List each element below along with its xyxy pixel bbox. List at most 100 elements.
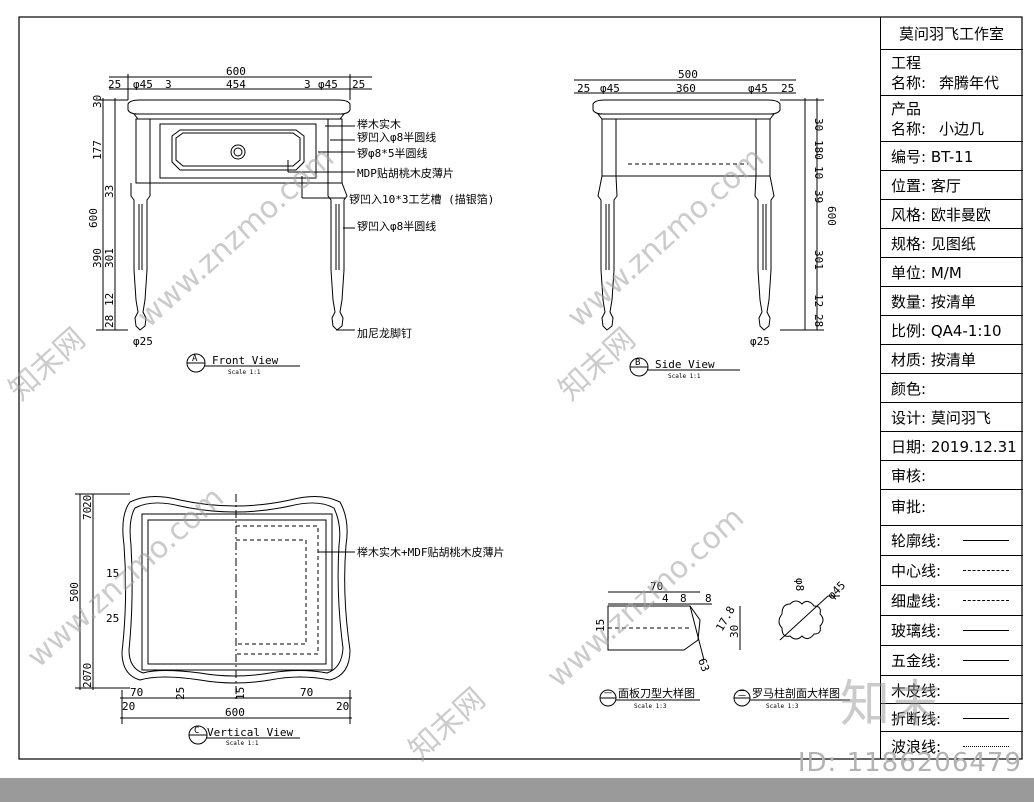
front-dim: 33: [103, 185, 116, 198]
vert-dim: 70: [130, 686, 143, 699]
side-dim: 10: [812, 166, 825, 179]
tb-row: 审批:: [881, 489, 1023, 526]
column-detail-scale: Scale 1:3: [766, 703, 799, 710]
front-dim: 25: [108, 78, 121, 91]
tb-studio: 莫问羽飞工作室: [899, 25, 1005, 43]
vert-dim: 15: [234, 687, 247, 700]
front-note: 锣φ8*5半圆线: [357, 146, 428, 160]
side-dim: 28: [812, 314, 825, 327]
panel-dim: 8: [680, 592, 687, 605]
front-note: 锣凹入10*3工艺槽 (描银箔): [349, 192, 494, 206]
detail-column-caption: 二 罗马柱剖面大样图 Scale 1:3: [733, 686, 850, 710]
tb-row: 轮廓线:: [881, 525, 1023, 556]
panel-dim: 4: [662, 592, 669, 605]
tb-row: 风格: 欧非曼欧: [881, 199, 1023, 229]
vertical-view-title: Vertical View: [207, 726, 293, 739]
tb-project-label: 工程: [891, 54, 922, 72]
tb-scale: 比例: QA4-1:10: [891, 322, 1002, 340]
side-dim: 25: [577, 82, 590, 95]
tb-row: 波浪线:: [881, 731, 1023, 760]
vert-dim: 25: [106, 612, 119, 625]
tb-product-name: 小边几: [939, 120, 985, 138]
vertical-view-scale: Scale 1:1: [226, 740, 259, 747]
front-view-text: 600 25 φ45 3 454 3 φ45 25 30 177 600 33 …: [87, 65, 494, 348]
panel-dim: 8: [705, 592, 712, 605]
tb-quantity: 数量: 按清单: [891, 293, 976, 311]
tb-line-center: 中心线:: [891, 562, 942, 580]
front-dim: 30: [91, 95, 104, 108]
tb-row: 玻璃线:: [881, 615, 1023, 646]
panel-detail-title: 面板刀型大样图: [618, 686, 695, 700]
side-view-caption: B Side View Scale 1:1: [629, 357, 740, 380]
tb-row: 材质: 按清单: [881, 344, 1023, 374]
side-view-title: Side View: [655, 358, 715, 371]
side-dim: 180: [812, 140, 825, 160]
front-view-scale: Scale 1:1: [228, 369, 261, 376]
tb-designer: 设计: 莫问羽飞: [891, 409, 991, 427]
tb-unit: 单位: M/M: [891, 264, 962, 282]
tb-row: 细虚线:: [881, 585, 1023, 616]
panel-dim: 70: [650, 580, 663, 593]
front-dim: 28: [103, 315, 116, 328]
vert-dim: 25: [174, 687, 187, 700]
dash-line-sample: [963, 600, 1009, 601]
tb-line-hardware: 五金线:: [891, 652, 942, 670]
vertical-view: [75, 493, 355, 724]
side-view-scale: Scale 1:1: [668, 373, 701, 380]
side-dim: φ45: [600, 82, 620, 95]
vert-dim-total: 600: [225, 706, 245, 719]
tb-product-label: 产品: [891, 100, 922, 118]
vert-dim: 70: [300, 686, 313, 699]
side-marker: B: [635, 358, 640, 368]
side-dim: 301: [812, 250, 825, 270]
front-marker: A: [192, 354, 198, 364]
front-view: [96, 74, 372, 331]
title-block: 莫问羽飞工作室 工程 名称: 奔腾年代 产品 名称: 小边几 编号: BT-11…: [880, 17, 1023, 759]
side-foot-dim: φ25: [750, 335, 770, 348]
glass-line-sample: [963, 630, 1009, 631]
tb-location: 位置: 客厅: [891, 177, 961, 195]
side-dim: 360: [676, 82, 696, 95]
vert-dim: 70: [81, 507, 94, 520]
front-dim: 390: [91, 248, 104, 268]
tb-color: 颜色:: [891, 380, 927, 398]
vert-dim: 20: [122, 700, 135, 713]
tb-line-break: 折断线:: [891, 710, 942, 728]
column-marker: 二: [738, 689, 746, 698]
tb-studio-row: 莫问羽飞工作室: [881, 17, 1023, 49]
tb-line-glass: 玻璃线:: [891, 622, 942, 640]
front-note: 榉木实木: [357, 117, 401, 131]
front-view-title: Front View: [212, 354, 279, 367]
side-dim-total: 500: [678, 68, 698, 81]
front-dim: 177: [91, 140, 104, 160]
detail-panel-caption: 一 面板刀型大样图 Scale 1:3: [599, 686, 700, 710]
front-dim: 600: [87, 208, 100, 228]
column-dim: φ8: [793, 578, 806, 591]
front-note: 锣凹入φ8半圆线: [357, 130, 436, 144]
vertical-view-text: 20 70 15 500 25 70 20 70 25 15 70 20 600…: [68, 495, 505, 719]
tb-date: 日期: 2019.12.31: [891, 438, 1017, 456]
tb-row: 日期: 2019.12.31: [881, 431, 1023, 461]
wave-line-sample: [963, 746, 1009, 747]
front-dim: φ45: [318, 78, 338, 91]
panel-dim: 63: [695, 657, 712, 674]
tb-line-wave: 波浪线:: [891, 738, 942, 756]
side-dim: 30: [812, 118, 825, 131]
tb-row: 审核:: [881, 460, 1023, 490]
tb-row: 单位: M/M: [881, 257, 1023, 287]
panel-dim: 15: [594, 619, 607, 632]
panel-marker: 一: [604, 689, 612, 698]
tb-project-name-label: 名称:: [891, 74, 927, 92]
tb-row: 数量: 按清单: [881, 286, 1023, 316]
tb-row: 规格: 见图纸: [881, 228, 1023, 258]
tb-row: 木皮线:: [881, 675, 1023, 704]
tb-project-name: 奔腾年代: [939, 74, 1000, 92]
side-view-text: 500 25 φ45 360 φ45 25 30 180 10 39 600 3…: [577, 68, 838, 348]
watermark-id: ID: 1186206479: [797, 748, 1022, 778]
tb-row: 颜色:: [881, 373, 1023, 403]
contour-line-sample: [963, 540, 1009, 541]
vert-dim: 70: [81, 663, 94, 676]
vert-dim: 15: [106, 567, 119, 580]
tb-row: 位置: 客厅: [881, 170, 1023, 200]
